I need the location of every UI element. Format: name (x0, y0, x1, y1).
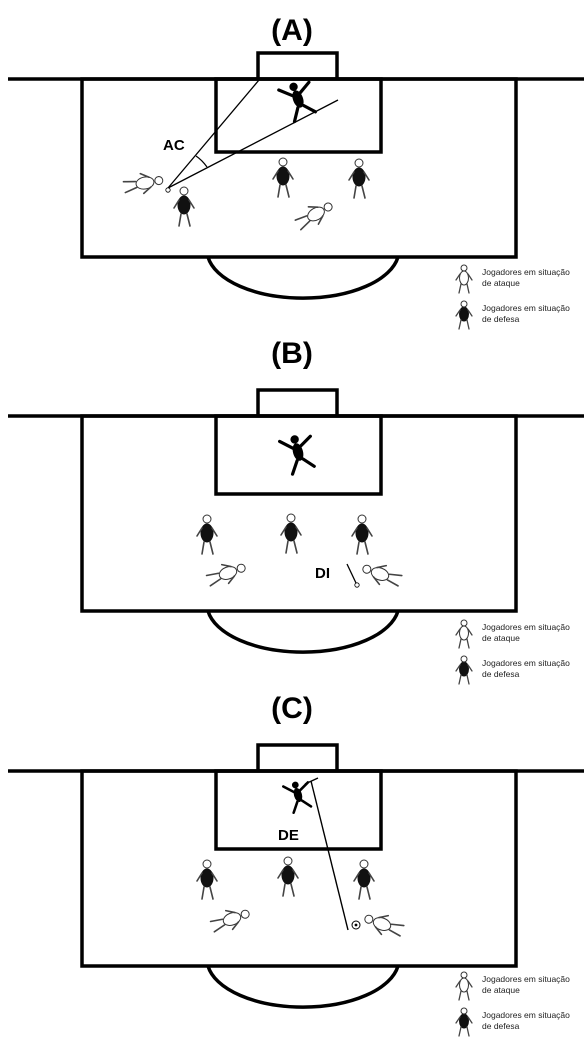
legend-attack-label: Jogadores em situação de ataque (482, 974, 570, 995)
attacker-player-icon (364, 914, 405, 937)
legend: Jogadores em situação de ataque Jogadore… (452, 618, 582, 690)
attacker-player-icon (209, 909, 250, 933)
distance-line (346, 563, 357, 584)
field-diagram-b (8, 388, 584, 654)
defender-player-icon (455, 300, 473, 330)
defender-player-icon (196, 514, 218, 555)
legend-attack-label: Jogadores em situação de ataque (482, 622, 570, 643)
legend-defense-label: Jogadores em situação de defesa (482, 1010, 570, 1031)
legend-item-attack: Jogadores em situação de ataque (452, 263, 582, 299)
goalkeeper-icon (277, 80, 318, 124)
legend: Jogadores em situação de ataque Jogadore… (452, 970, 582, 1042)
legend-item-attack: Jogadores em situação de ataque (452, 618, 582, 654)
ball-icon (165, 187, 171, 193)
annotation-label: DI (315, 565, 330, 582)
attacker-player-icon (455, 264, 473, 294)
goalkeeper-icon (278, 434, 316, 476)
legend-item-defense: Jogadores em situação de defesa (452, 654, 582, 690)
legend-item-defense: Jogadores em situação de defesa (452, 299, 582, 335)
defender-player-icon (277, 856, 299, 897)
annotation-label: AC (163, 137, 185, 154)
panel-a: (A) (0, 0, 584, 348)
defender-player-icon (351, 514, 373, 555)
panel-title: (A) (271, 14, 313, 47)
legend-defense-label: Jogadores em situação de defesa (482, 658, 570, 679)
field-lines (8, 51, 584, 300)
attacker-player-icon (455, 971, 473, 1001)
field-diagram-c (8, 743, 584, 1009)
field-diagram-a (8, 51, 584, 300)
shot-angle-lines (167, 79, 339, 189)
defender-player-icon (173, 186, 195, 227)
ball-icon (354, 582, 360, 588)
defender-player-icon (196, 859, 218, 900)
ball-icon (351, 920, 361, 930)
legend-item-defense: Jogadores em situação de defesa (452, 1006, 582, 1042)
goalkeeper-icon (282, 781, 313, 815)
defender-player-icon (348, 158, 370, 199)
field-lines (8, 388, 584, 654)
defender-player-icon (455, 1007, 473, 1037)
field-lines (8, 743, 584, 1009)
legend-attack-label: Jogadores em situação de ataque (482, 267, 570, 288)
attacker-player-icon (122, 172, 164, 195)
panel-title: (B) (271, 337, 313, 370)
legend-item-attack: Jogadores em situação de ataque (452, 970, 582, 1006)
legend: Jogadores em situação de ataque Jogadore… (452, 263, 582, 335)
attacker-player-icon (205, 563, 246, 587)
defender-player-icon (272, 157, 294, 198)
defender-player-icon (353, 859, 375, 900)
annotation-label: DE (278, 827, 299, 844)
panel-title: (C) (271, 692, 313, 725)
angle-arc (195, 155, 208, 168)
panel-b: (B) (0, 337, 584, 685)
legend-defense-label: Jogadores em situação de defesa (482, 303, 570, 324)
defender-player-icon (280, 513, 302, 554)
attacker-player-icon (294, 202, 333, 231)
defender-player-icon (455, 655, 473, 685)
attacker-player-icon (455, 619, 473, 649)
attacker-player-icon (362, 564, 403, 587)
panel-c: (C) (0, 692, 584, 1040)
distance-line (310, 780, 349, 931)
